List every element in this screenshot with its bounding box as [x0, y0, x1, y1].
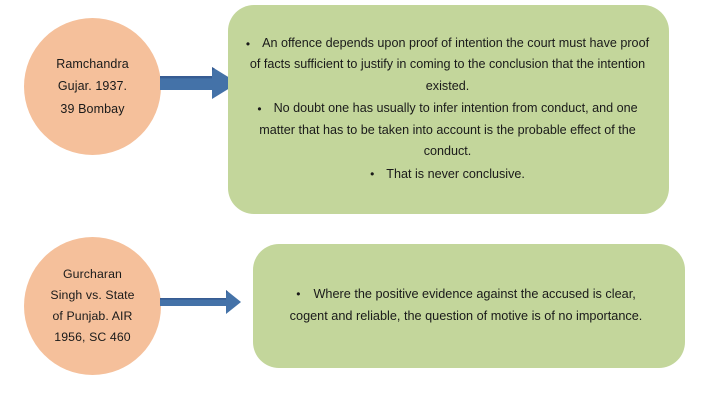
content-box-1: •An offence depends upon proof of intent…	[228, 5, 669, 214]
bullet-item: •An offence depends upon proof of intent…	[240, 33, 655, 97]
citation-line: of Punjab. AIR	[52, 309, 133, 323]
bullet-item: • That is never conclusive.	[240, 164, 655, 185]
flow-arrow-1[interactable]	[160, 62, 239, 104]
case-citation-circle-2[interactable]: Gurcharan Singh vs. State of Punjab. AIR…	[24, 237, 161, 375]
bullet-list-1: •An offence depends upon proof of intent…	[240, 33, 655, 186]
bullet-text: Where the positive evidence against the …	[289, 286, 643, 323]
bullet-dot-icon: •	[296, 287, 301, 302]
citation-line: 1956, SC 460	[54, 330, 131, 345]
bullet-text: That is never conclusive.	[386, 166, 525, 181]
bullet-text: No doubt one has usually to infer intent…	[259, 101, 638, 159]
citation-line: Singh vs. State	[50, 287, 135, 302]
bullet-list-2: •Where the positive evidence against the…	[273, 284, 659, 329]
case-citation-circle-1[interactable]: Ramchandra Gujar. 1937. 39 Bombay	[24, 18, 161, 155]
bullet-dot-icon: •	[257, 101, 262, 116]
bullet-text: An offence depends upon proof of intenti…	[249, 36, 650, 93]
bullet-item: •No doubt one has usually to infer inten…	[240, 98, 655, 162]
bullet-item: •Where the positive evidence against the…	[273, 284, 659, 328]
bullet-dot-icon: •	[370, 167, 375, 182]
content-box-2: •Where the positive evidence against the…	[253, 244, 685, 368]
citation-line: 39 Bombay	[60, 101, 125, 116]
citation-line: Gurcharan	[63, 266, 122, 281]
citation-line: Ramchandra	[56, 57, 129, 72]
flow-arrow-2[interactable]	[160, 287, 242, 317]
case-citation-text-2: Gurcharan Singh vs. State of Punjab. AIR…	[40, 264, 144, 349]
citation-line: Gujar. 1937.	[57, 79, 128, 94]
right-arrow-icon	[160, 67, 238, 99]
right-arrow-icon	[160, 290, 241, 314]
case-citation-text-1: Ramchandra Gujar. 1937. 39 Bombay	[42, 53, 143, 120]
bullet-dot-icon: •	[245, 36, 251, 51]
